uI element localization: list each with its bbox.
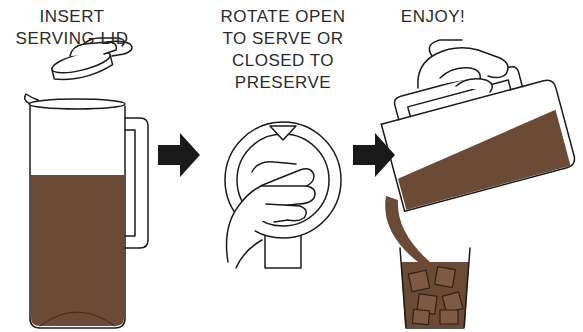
step-label: INSERT SERVING LID xyxy=(10,6,134,50)
step-label: ROTATE OPEN TO SERVE OR CLOSED TO PRESER… xyxy=(208,6,358,94)
step-label: ENJOY! xyxy=(371,6,495,28)
